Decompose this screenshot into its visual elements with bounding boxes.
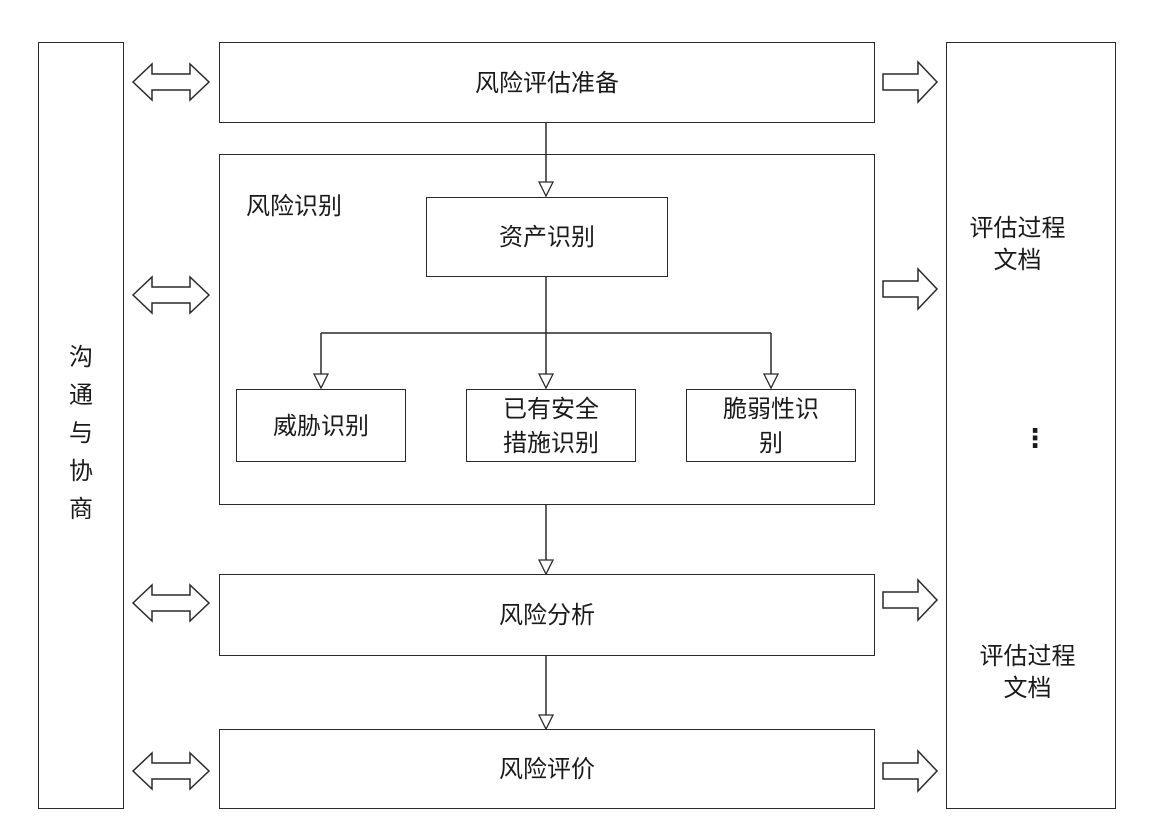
stage-evaluation-label: 风险评价	[499, 755, 595, 783]
stage-evaluation-box	[219, 729, 875, 809]
double-arrow-evaluation	[131, 751, 211, 791]
double-arrow-analysis	[131, 583, 211, 623]
arrowhead-asset	[537, 181, 555, 198]
right-arrow-analysis	[882, 578, 939, 622]
threat-identification-box	[236, 389, 406, 462]
double-arrow-prep	[131, 62, 211, 102]
communication-label: 沟 通 与 协 商	[69, 343, 93, 523]
stage-preparation-label: 风险评估准备	[475, 68, 619, 97]
stage-analysis-box	[219, 574, 875, 656]
stage-preparation-box	[219, 42, 875, 123]
right-arrow-prep	[882, 60, 939, 104]
identification-title: 风险识别	[246, 192, 342, 220]
document-top-label: 评估过程 文档	[969, 214, 1066, 274]
stage-analysis-label: 风险分析	[499, 601, 595, 629]
existing-measures-label: 已有安全 措施识别	[503, 394, 599, 457]
right-arrow-identification	[882, 267, 939, 311]
arrowhead-measures	[537, 373, 555, 390]
asset-identification-label: 资产识别	[499, 223, 595, 251]
arrowhead-evaluation	[537, 714, 555, 731]
stage-identification-box	[219, 154, 875, 505]
arrowhead-analysis	[537, 559, 555, 576]
ellipsis-vertical-icon: ⋮	[1022, 424, 1048, 454]
document-bottom-label: 评估过程 文档	[979, 642, 1076, 702]
documents-panel	[946, 42, 1116, 809]
existing-measures-box	[466, 389, 636, 462]
right-arrow-evaluation	[882, 749, 939, 793]
arrowhead-vulnerability	[762, 373, 780, 390]
vulnerability-identification-box	[686, 389, 856, 462]
asset-identification-box	[426, 197, 668, 277]
arrowhead-threat	[312, 373, 330, 390]
threat-identification-label: 威胁识别	[273, 411, 369, 440]
vulnerability-identification-label: 脆弱性识 别	[723, 394, 819, 457]
communication-panel	[38, 42, 124, 809]
double-arrow-identification	[131, 275, 211, 315]
